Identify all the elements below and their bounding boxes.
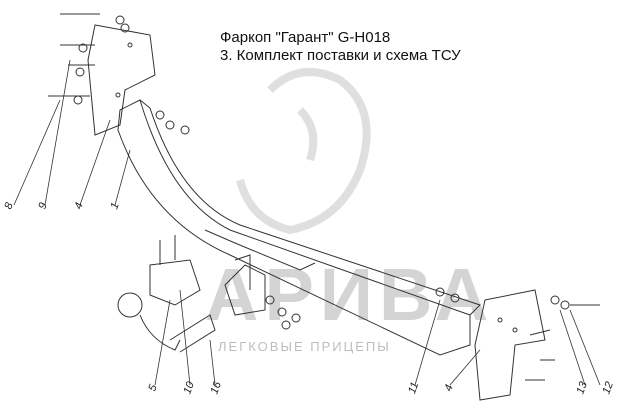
watermark-logo: [236, 68, 371, 235]
drawing-title: Фаркоп "Гарант" G-H018: [220, 29, 391, 46]
watermark-brand: АРИВА: [205, 253, 495, 336]
tow-ball: [117, 235, 216, 353]
right-bracket: [435, 287, 600, 401]
main-beam: [117, 99, 481, 356]
left-bracket: [87, 24, 156, 136]
watermark-tagline: ЛЕГКОВЫЕ ПРИЦЕПЫ: [218, 339, 391, 354]
bolts-left: [48, 13, 190, 135]
leader-lines: [13, 59, 601, 386]
drawing-subtitle: 3. Комплект поставки и схема ТСУ: [220, 47, 461, 64]
mount-plates: [224, 254, 301, 330]
